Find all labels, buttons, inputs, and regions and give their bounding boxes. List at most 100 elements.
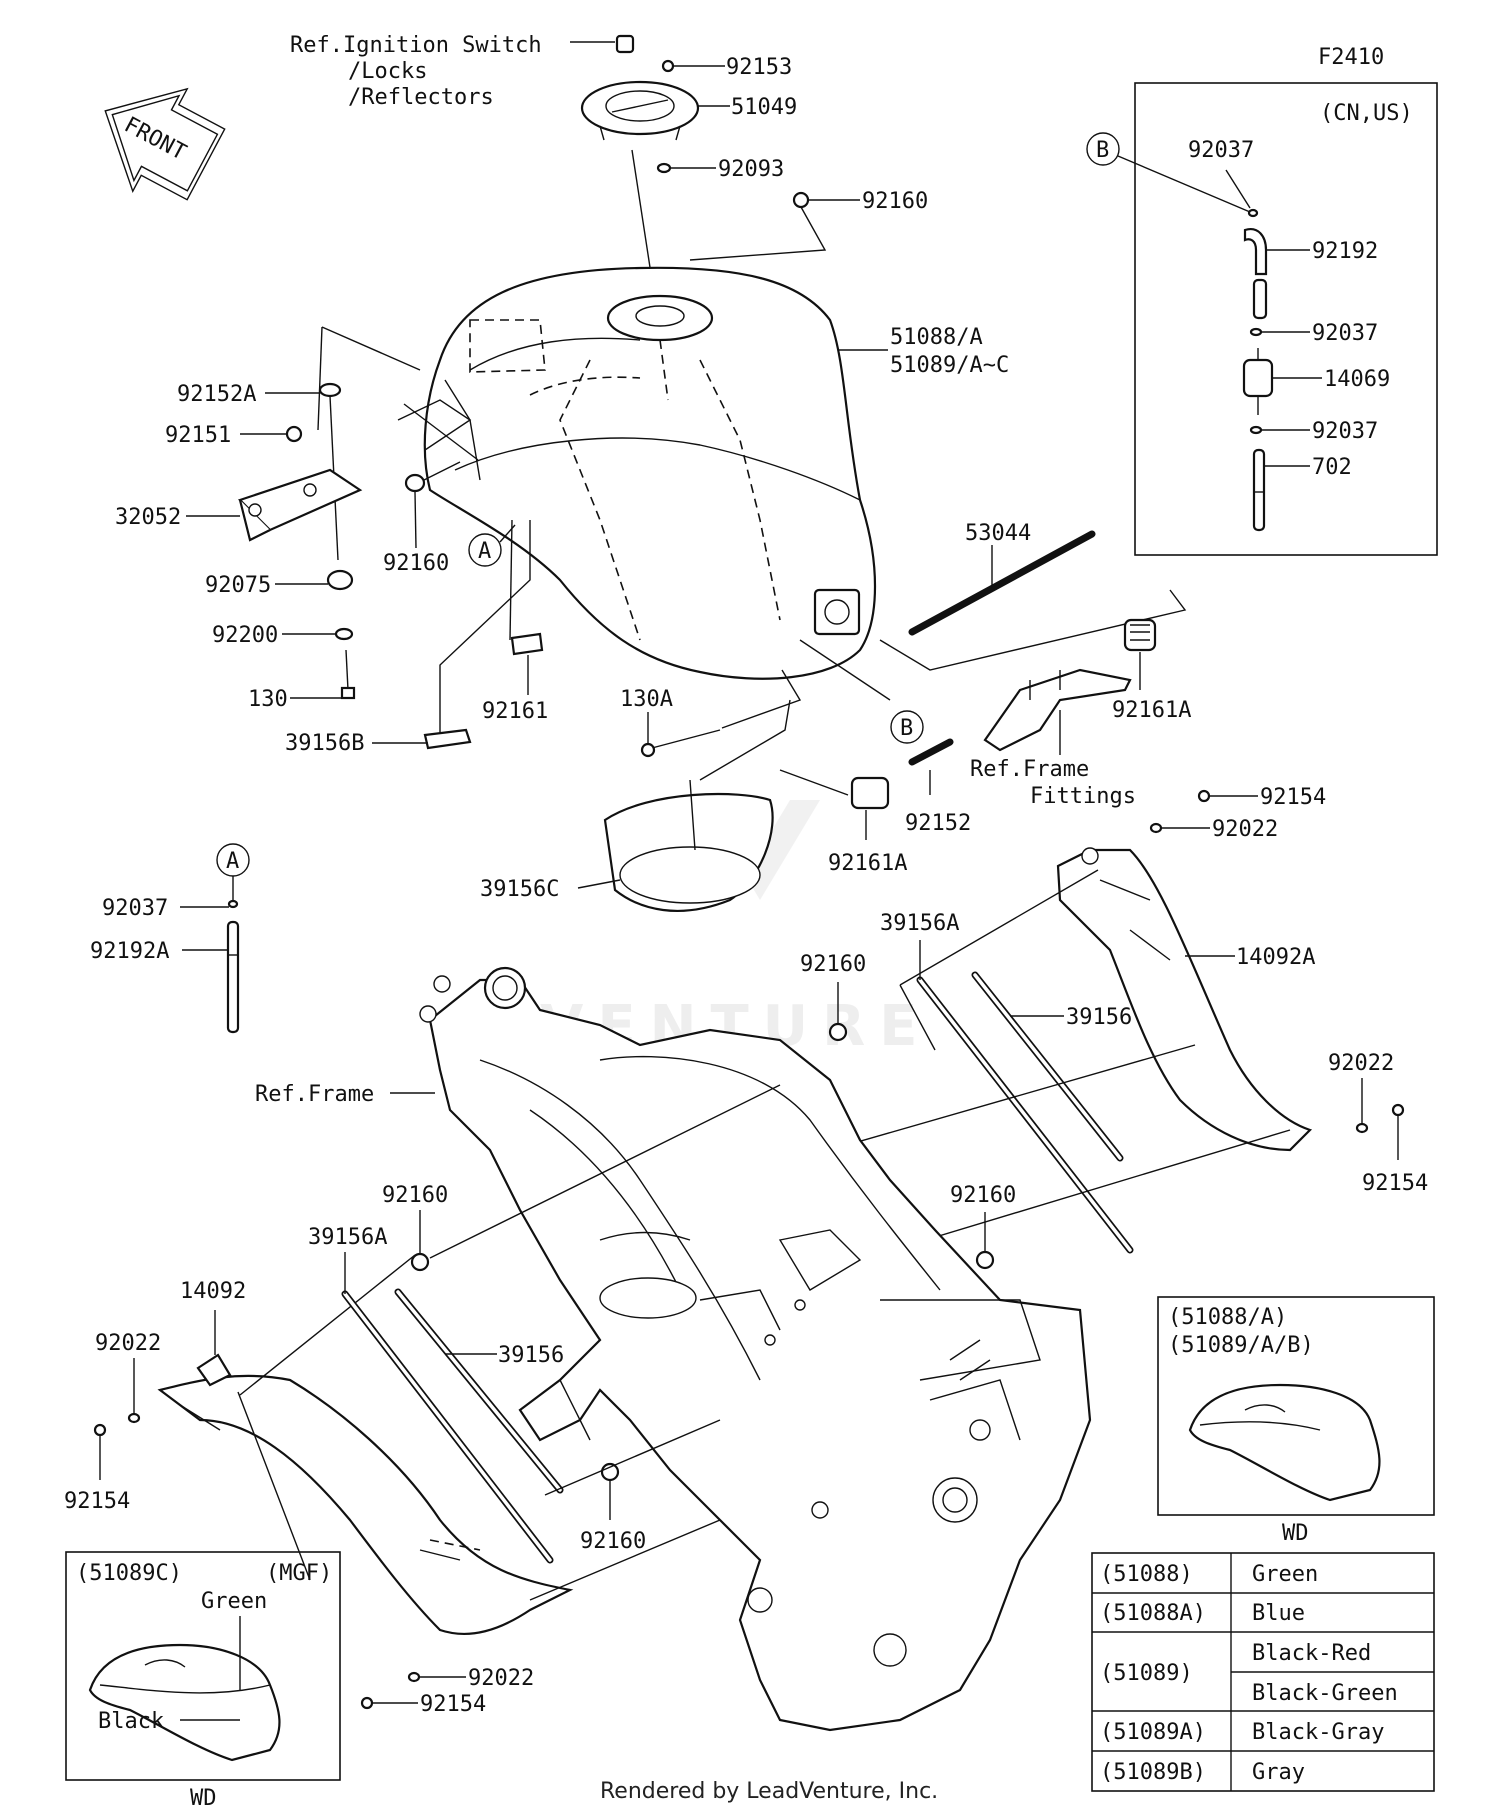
inset-part-3: 14069 [1324, 367, 1390, 392]
table-code-1: (51088A) [1100, 1601, 1206, 1626]
inset-part-2: 92037 [1312, 321, 1378, 346]
part-92160-right2: 92160 [950, 1183, 1016, 1208]
callout-b-tank: B [799, 639, 924, 744]
callout-a-left-label: A [226, 849, 239, 874]
callout-a-tank: A [468, 524, 516, 567]
part-92152: 92152 [905, 811, 971, 836]
table-code-0: (51088) [1100, 1562, 1193, 1587]
part-92152A: 92152A [177, 382, 256, 407]
part-92160-left: 92160 [382, 1183, 448, 1208]
fasteners-right-upper: 92154 92022 [1149, 785, 1326, 842]
color-table: (51088) Green (51088A) Blue (51089) Blac… [1091, 1552, 1435, 1792]
part-51089: 51089/A~C [890, 353, 1009, 378]
ref-frame-fittings-line2: Fittings [1030, 784, 1136, 809]
fasteners-bottom: 92022 92154 [360, 1666, 534, 1717]
part-39156A-left: 39156A [308, 1225, 387, 1250]
inset-cn-us: (CN,US) B 92037 92192 92037 14069 92037 … [1086, 82, 1438, 556]
inset-mgf-caption: WD [190, 1786, 217, 1809]
ref-ignition-line3: /Reflectors [348, 85, 494, 110]
part-92160-top: 92160 [862, 189, 928, 214]
part-92151: 92151 [165, 423, 231, 448]
ref-ignition-line1: Ref.Ignition Switch [290, 33, 542, 58]
table-color-0: Green [1252, 1562, 1318, 1587]
part-92153: 92153 [726, 55, 792, 80]
inset-part-5: 702 [1312, 455, 1352, 480]
part-53044: 53044 [965, 521, 1031, 546]
part-92154-r1: 92154 [1260, 785, 1326, 810]
inset-part-4: 92037 [1312, 419, 1378, 444]
grommet-92160-top: 92160 [689, 189, 928, 261]
footer-credit: Rendered by LeadVenture, Inc. [600, 1779, 938, 1804]
part-39156-right: 39156 [1066, 1005, 1132, 1030]
grommet-92160-bottom: 92160 [529, 1419, 721, 1601]
part-92160-right: 92160 [800, 952, 866, 977]
inset-mgf-code: (51089C) [76, 1561, 182, 1586]
inset-part-0: 92037 [1188, 138, 1254, 163]
table-code-2: (51089) [1100, 1661, 1193, 1686]
inset-wd-right-line1: (51088/A) [1168, 1305, 1287, 1330]
table-code-4: (51089A) [1100, 1720, 1206, 1745]
part-92200: 92200 [212, 623, 278, 648]
frame-fittings: Ref.Frame Fittings [970, 668, 1136, 809]
part-92154-r2: 92154 [1362, 1171, 1428, 1196]
callout-a-tank-label: A [478, 539, 491, 564]
inset-mgf: (51089C) (MGF) Green Black WD [65, 1551, 341, 1809]
part-92022-r1: 92022 [1212, 817, 1278, 842]
ref-frame: Ref.Frame [255, 1082, 374, 1107]
table-code-5: (51089B) [1100, 1760, 1206, 1785]
cover-39156C: 39156C [480, 699, 791, 912]
part-92161A-center: 92161A [828, 851, 907, 876]
strips-right: 39156A 39156 [880, 869, 1134, 1254]
part-92161A-right: 92161A [1112, 698, 1191, 723]
fasteners-left: 92022 92154 [64, 1331, 161, 1514]
strips-left: 39156A 39156 [237, 1225, 564, 1581]
table-color-3: Black-Green [1252, 1681, 1398, 1706]
pad-group: 39156B 92161 [285, 519, 548, 756]
inset-mgf-green: Green [201, 1589, 267, 1614]
part-14092A: 14092A [1236, 945, 1315, 970]
part-92022-bottom: 92022 [468, 1666, 534, 1691]
table-color-2: Black-Red [1252, 1641, 1371, 1666]
inset-wd-right-caption: WD [1282, 1521, 1309, 1546]
table-color-5: Gray [1252, 1760, 1305, 1785]
inset-wd-right: (51088/A) (51089/A/B) WD [1157, 1296, 1435, 1546]
table-color-1: Blue [1252, 1601, 1305, 1626]
part-92093: 92093 [718, 157, 784, 182]
part-92022-r2: 92022 [1328, 1051, 1394, 1076]
part-92160-bottom: 92160 [580, 1529, 646, 1554]
part-51088: 51088/A [890, 325, 983, 350]
part-92154-bottom: 92154 [420, 1692, 486, 1717]
table-color-4: Black-Gray [1252, 1720, 1384, 1745]
grommet-92160-left: 92160 [382, 1084, 781, 1272]
part-32052: 32052 [115, 505, 181, 530]
inset-part-1: 92192 [1312, 239, 1378, 264]
bracket-group: 92152A 92151 32052 92075 92200 130 [115, 326, 479, 712]
part-92160-mid: 92160 [383, 551, 449, 576]
fuel-tank: 51088/A 51089/A~C [423, 266, 1009, 680]
fuel-cap-group: Ref.Ignition Switch /Locks /Reflectors 9… [290, 33, 797, 301]
part-14092: 14092 [180, 1279, 246, 1304]
part-92192A: 92192A [90, 939, 169, 964]
strip-53044: 53044 [908, 521, 1096, 636]
part-39156B: 39156B [285, 731, 364, 756]
side-cover-14092: 14092 [157, 1279, 574, 1635]
part-130: 130 [248, 687, 288, 712]
part-92022-left: 92022 [95, 1331, 161, 1356]
front-arrow: FRONT [104, 87, 226, 201]
frame: Ref.Frame [255, 966, 1092, 1732]
inset-mgf-tag: (MGF) [266, 1561, 332, 1586]
diagram-id: F2410 [1318, 45, 1384, 70]
part-92154-left: 92154 [64, 1489, 130, 1514]
part-92075: 92075 [205, 573, 271, 598]
side-cover-14092A: 14092A [1056, 847, 1315, 1152]
part-92037-left: 92037 [102, 896, 168, 921]
bolt-130A: 130A [620, 669, 802, 758]
ref-ignition-line2: /Locks [348, 59, 427, 84]
part-39156A-right: 39156A [880, 911, 959, 936]
callout-b-inset-label: B [1096, 138, 1109, 163]
inset-wd-right-line2: (51089/A/B) [1168, 1333, 1314, 1358]
part-51049: 51049 [731, 95, 797, 120]
fasteners-right-lower: 92022 92154 [1328, 1051, 1428, 1196]
part-92161: 92161 [482, 699, 548, 724]
